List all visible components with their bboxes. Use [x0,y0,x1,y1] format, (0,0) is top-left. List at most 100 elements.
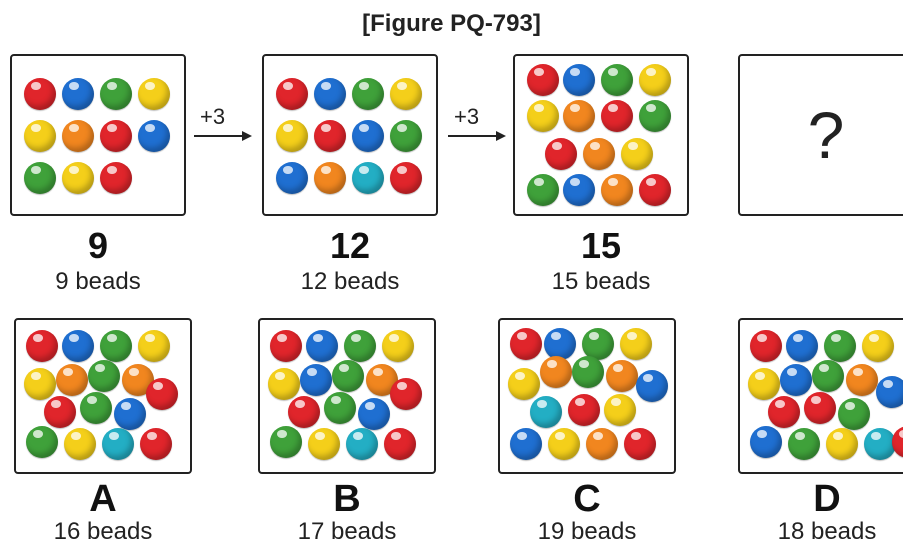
orange-bead [586,428,618,460]
yellow-bead [276,120,308,152]
blue-bead [62,78,94,110]
red-bead [639,174,671,206]
yellow-bead [24,120,56,152]
red-bead [390,162,422,194]
blue-bead [563,64,595,96]
red-bead [270,330,302,362]
yellow-bead [862,330,894,362]
red-bead [804,392,836,424]
green-bead [639,100,671,132]
blue-bead [114,398,146,430]
green-bead [332,360,364,392]
teal-bead [102,428,134,460]
green-bead [788,428,820,460]
sequence-box-1 [10,54,186,216]
teal-bead [346,428,378,460]
green-bead [26,426,58,458]
blue-bead [276,162,308,194]
step-arrow-2: +3 [446,106,508,150]
option-a-letter[interactable]: A [14,480,192,518]
green-bead [270,426,302,458]
red-bead [100,162,132,194]
green-bead [601,64,633,96]
right-arrow-icon [446,128,508,144]
green-bead [390,120,422,152]
orange-bead [583,138,615,170]
yellow-bead [748,368,780,400]
figure-title: [Figure PQ-793] [0,10,903,38]
blue-bead [636,370,668,402]
green-bead [527,174,559,206]
orange-bead [62,120,94,152]
blue-bead [352,120,384,152]
teal-bead [530,396,562,428]
red-bead [100,120,132,152]
yellow-bead [508,368,540,400]
red-bead [527,64,559,96]
blue-bead [780,364,812,396]
green-bead [88,360,120,392]
red-bead [750,330,782,362]
blue-bead [563,174,595,206]
red-bead [288,396,320,428]
sequence-count-2: 12 [262,228,438,264]
right-arrow-icon [192,128,254,144]
yellow-bead [62,162,94,194]
green-bead [344,330,376,362]
red-bead [140,428,172,460]
sequence-count-3: 15 [513,228,689,264]
blue-bead [300,364,332,396]
green-bead [812,360,844,392]
option-c-letter[interactable]: C [498,480,676,518]
red-bead [26,330,58,362]
orange-bead [601,174,633,206]
green-bead [824,330,856,362]
blue-bead [544,328,576,360]
blue-bead [786,330,818,362]
option-d-caption: 18 beads [738,520,903,544]
option-b-caption: 17 beads [258,520,436,544]
blue-bead [62,330,94,362]
yellow-bead [548,428,580,460]
red-bead [314,120,346,152]
red-bead [390,378,422,410]
unknown-box: ? [738,54,903,216]
sequence-count-1: 9 [10,228,186,264]
yellow-bead [604,394,636,426]
red-bead [892,426,903,458]
option-a-caption: 16 beads [14,520,192,544]
red-bead [146,378,178,410]
orange-bead [846,364,878,396]
yellow-bead [826,428,858,460]
blue-bead [510,428,542,460]
green-bead [100,330,132,362]
red-bead [568,394,600,426]
yellow-bead [621,138,653,170]
sequence-caption-1: 9 beads [10,270,186,294]
orange-bead [563,100,595,132]
option-a-box[interactable] [14,318,192,474]
yellow-bead [138,78,170,110]
green-bead [100,78,132,110]
green-bead [572,356,604,388]
red-bead [624,428,656,460]
green-bead [352,78,384,110]
step-arrow-1: +3 [192,106,254,150]
option-b-box[interactable] [258,318,436,474]
option-c-box[interactable] [498,318,676,474]
option-d-box[interactable] [738,318,903,474]
yellow-bead [268,368,300,400]
red-bead [384,428,416,460]
question-mark: ? [740,56,903,214]
blue-bead [876,376,903,408]
sequence-box-3 [513,54,689,216]
red-bead [545,138,577,170]
option-d-letter[interactable]: D [738,480,903,518]
blue-bead [138,120,170,152]
yellow-bead [390,78,422,110]
step-label-2: +3 [454,104,479,130]
sequence-caption-2: 12 beads [262,270,438,294]
green-bead [324,392,356,424]
option-b-letter[interactable]: B [258,480,436,518]
green-bead [24,162,56,194]
